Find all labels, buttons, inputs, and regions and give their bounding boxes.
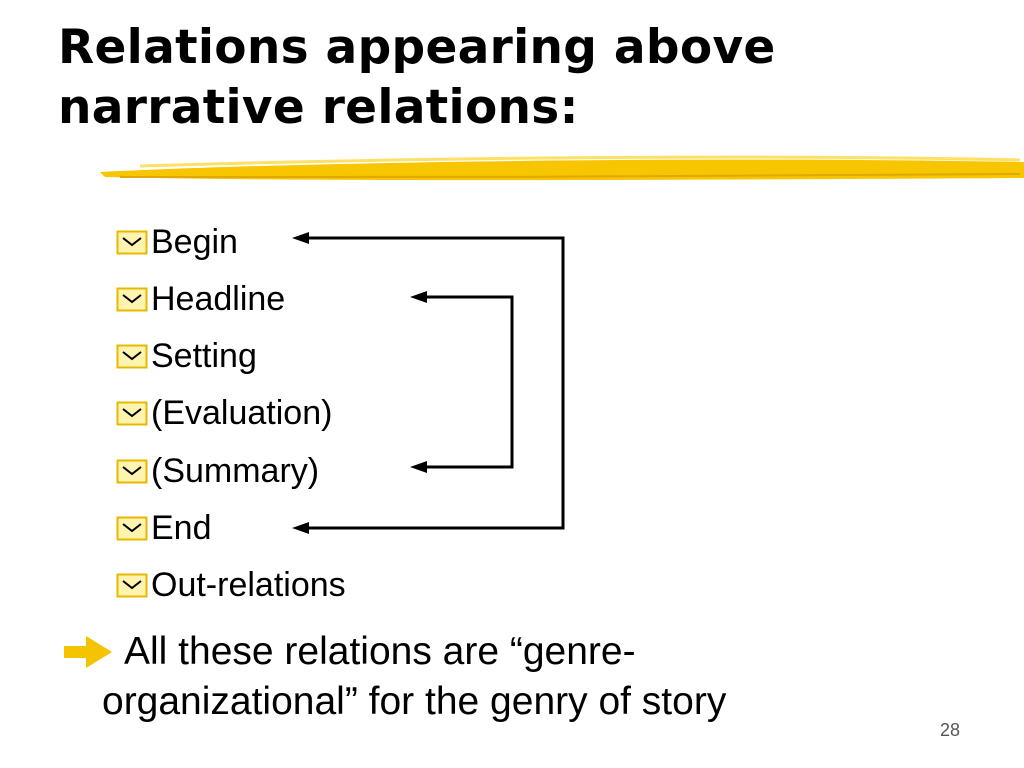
list-item-label: Begin (151, 222, 238, 261)
summary-statement: All these relations are “genre- organiza… (62, 627, 962, 727)
checkbox-icon (116, 344, 148, 368)
list-item-summary: (Summary) (116, 451, 319, 491)
list-item-headline: Headline (116, 279, 285, 319)
summary-line-2: organizational” for the genry of story (102, 680, 727, 723)
page-number: 28 (939, 720, 960, 740)
arrowhead-left-icon (292, 232, 309, 244)
list-item-setting: Setting (116, 336, 257, 376)
checkbox-icon (116, 516, 148, 540)
arrowhead-left-icon (410, 291, 427, 303)
inner-bracket-headline-summary (424, 295, 514, 469)
title-line-2: narrative relations: (58, 80, 579, 135)
list-item-label: (Summary) (151, 451, 320, 490)
slide-title: Relations appearing above narrative rela… (58, 18, 998, 138)
arrowhead-left-icon (292, 522, 309, 534)
list-item-label: Out-relations (151, 565, 346, 604)
right-arrow-icon (64, 636, 112, 668)
checkbox-icon (116, 459, 148, 483)
checkbox-icon (116, 573, 148, 597)
list-item-label: (Evaluation) (151, 393, 333, 432)
list-item-end: End (116, 508, 212, 548)
checkbox-icon (116, 401, 148, 425)
outer-bracket-begin-end (306, 236, 565, 530)
arrowhead-left-icon (410, 461, 427, 473)
list-item-begin: Begin (116, 222, 238, 262)
list-item-label: Setting (151, 336, 257, 375)
list-item-label: End (151, 508, 212, 547)
checkbox-icon (116, 230, 148, 254)
list-item-out-relations: Out-relations (116, 565, 346, 605)
title-line-1: Relations appearing above (58, 20, 776, 75)
brush-stroke-divider (100, 155, 1024, 181)
summary-line-1: All these relations are “genre- (124, 630, 636, 673)
list-item-label: Headline (151, 279, 286, 318)
list-item-evaluation: (Evaluation) (116, 393, 332, 433)
checkbox-icon (116, 287, 148, 311)
